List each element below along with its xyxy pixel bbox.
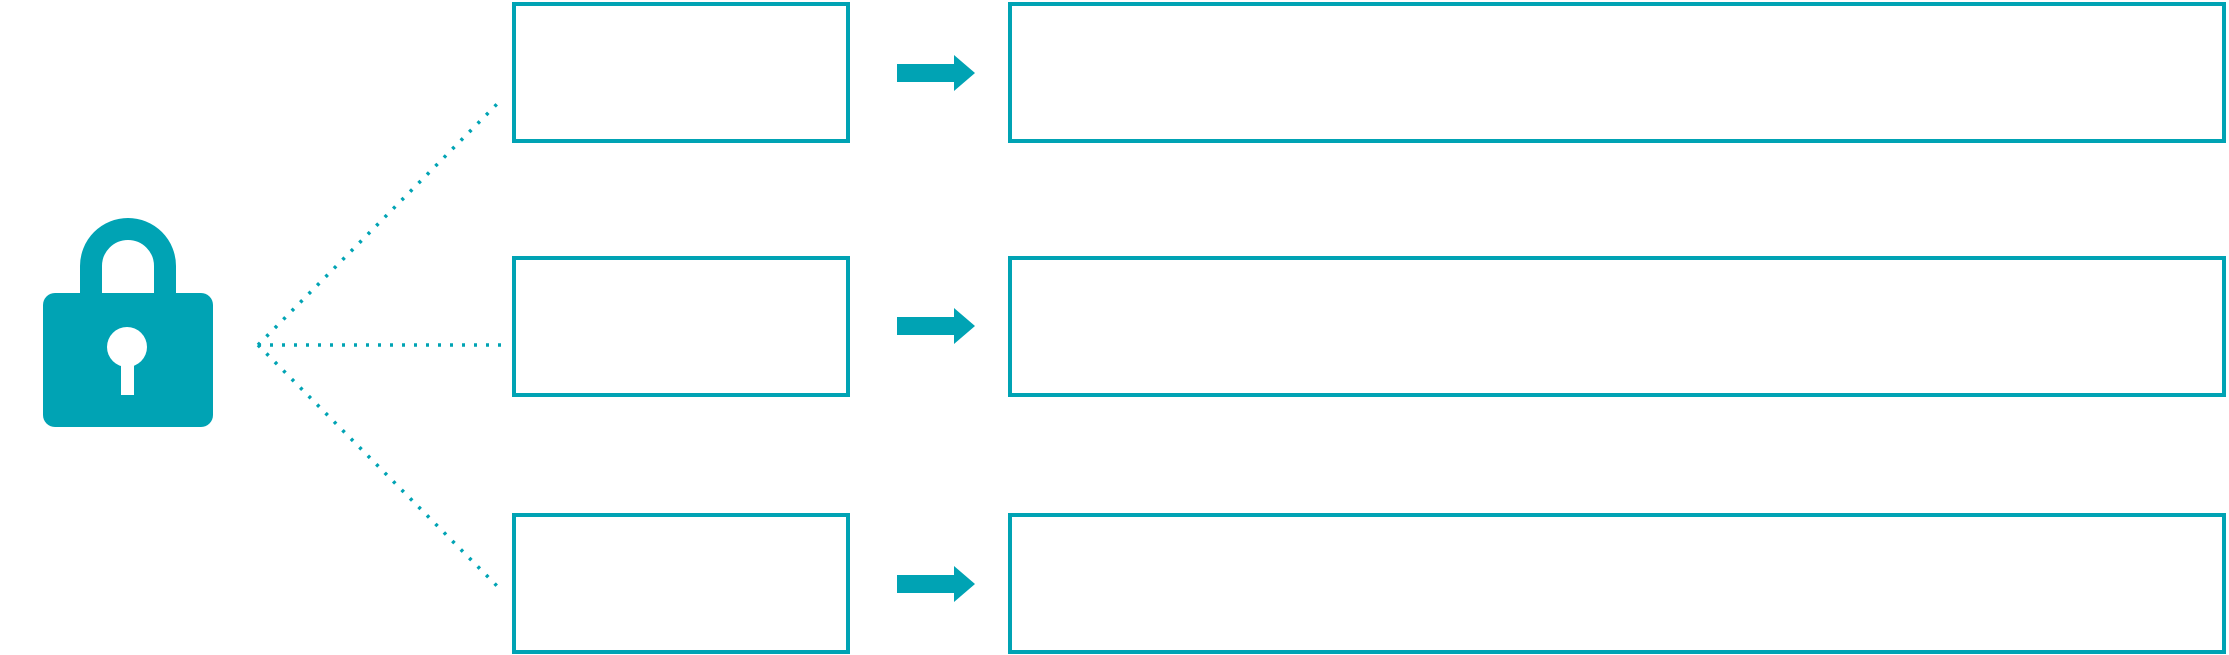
lock-shackle <box>80 218 176 302</box>
right-arrow-icon <box>897 566 975 602</box>
lock-icon <box>43 218 213 427</box>
connector-lines <box>256 99 504 591</box>
source-box-1 <box>512 2 850 143</box>
right-arrow-icon <box>897 308 975 344</box>
keyhole-stem <box>121 347 134 395</box>
target-box-2 <box>1008 256 2226 397</box>
right-arrow-icon <box>897 55 975 91</box>
connector-line-bottom <box>256 343 502 591</box>
target-box-1 <box>1008 2 2226 143</box>
source-box-3 <box>512 513 850 654</box>
source-box-2 <box>512 256 850 397</box>
target-box-3 <box>1008 513 2226 654</box>
connector-line-top <box>256 99 502 347</box>
